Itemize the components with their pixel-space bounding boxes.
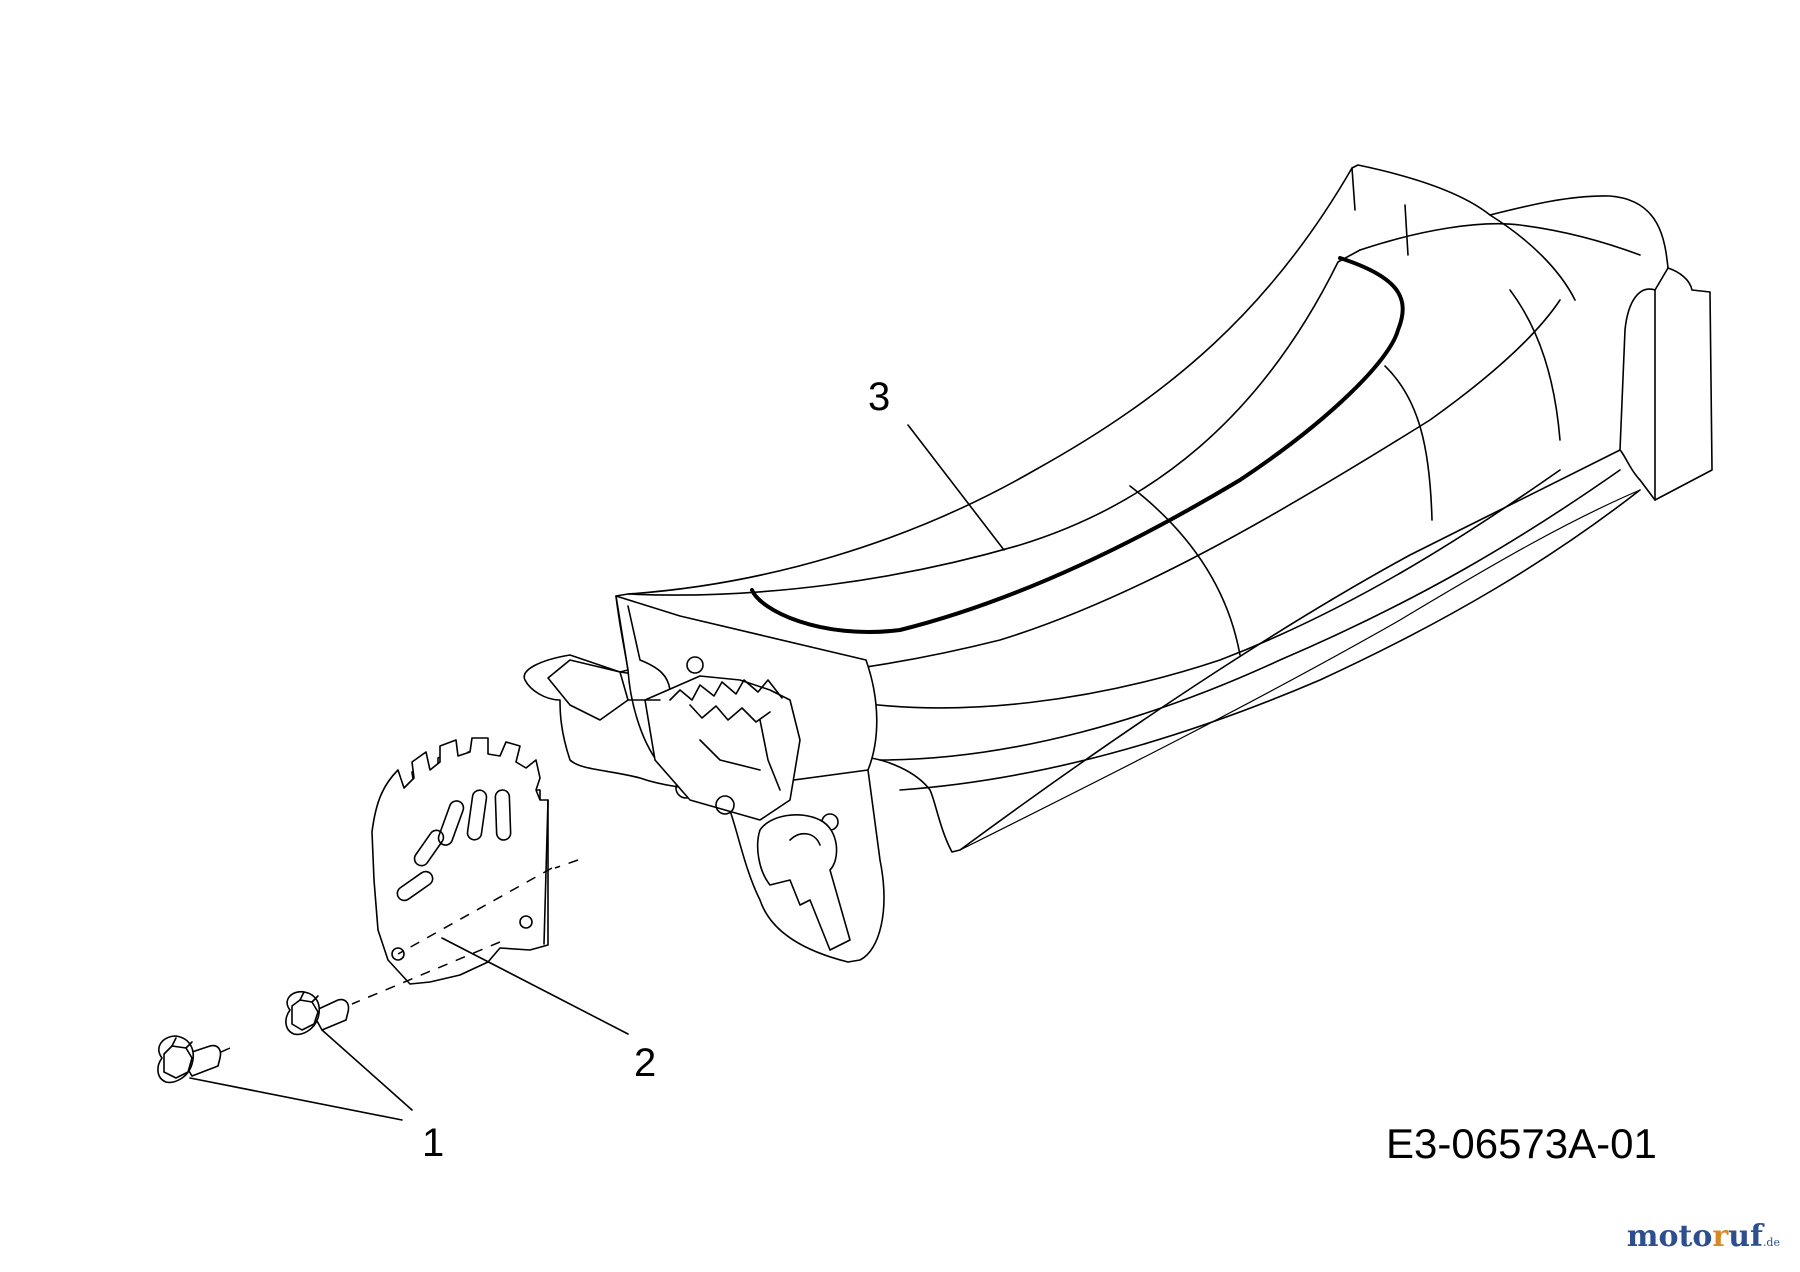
leader-line-1b: [321, 1029, 413, 1111]
callout-1: 1: [422, 1121, 444, 1165]
leader-line-3: [907, 424, 1005, 551]
plate-slots: [396, 789, 512, 902]
assembly-line-lower: [351, 941, 501, 1005]
part-1-bolt-upper: [285, 990, 350, 1036]
motoruf-watermark-logo: motoruf.de: [1626, 1219, 1780, 1254]
callout-3: 3: [868, 375, 890, 419]
assembly-line-plate: [554, 859, 579, 869]
part-3-housing: [523, 164, 1713, 963]
drawing-code: E3-06573A-01: [1386, 1120, 1657, 1167]
leader-line-1a: [189, 1077, 403, 1121]
callout-2: 2: [634, 1041, 656, 1085]
ratchet-mechanism: [644, 675, 851, 951]
part-2-toothed-plate: [371, 737, 549, 985]
leader-line-2: [441, 937, 629, 1035]
part-1-bolt-lower: [157, 1035, 222, 1084]
